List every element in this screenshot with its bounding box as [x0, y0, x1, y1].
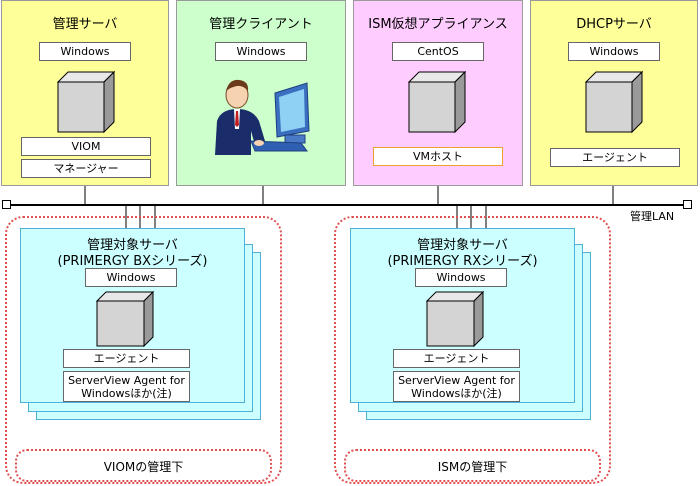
- server-title-line1: 管理対象サーバ: [417, 238, 508, 253]
- ism-appliance-panel: ISM仮想アプライアンス CentOS VMホスト: [353, 0, 523, 186]
- server-icon: [95, 290, 155, 348]
- dhcp-server-panel: DHCPサーバ Windows エージェント: [530, 0, 698, 186]
- os-label: Windows: [85, 268, 177, 287]
- viom-label: VIOM: [21, 137, 151, 156]
- software-label: ServerView Agent for Windowsほか(注): [63, 371, 190, 402]
- os-label: Windows: [568, 42, 660, 61]
- os-label: CentOS: [392, 42, 484, 61]
- panel-title: 管理クライアント: [209, 17, 313, 32]
- managed-scope-border: [5, 216, 282, 484]
- management-server-panel: 管理サーバ Windows VIOM マネージャー: [1, 0, 169, 186]
- scope-label-box: [15, 449, 272, 482]
- management-client-panel: 管理クライアント Windows: [176, 0, 346, 186]
- agent-label: エージェント: [550, 148, 680, 167]
- server-icon: [56, 70, 116, 134]
- os-label: Windows: [39, 42, 131, 61]
- network-terminator-left: [2, 200, 11, 209]
- panel-title: ISM仮想アプライアンス: [368, 17, 508, 32]
- user-at-computer-icon: [215, 79, 310, 155]
- panel-title: 管理サーバ: [52, 17, 118, 32]
- os-label: Windows: [215, 42, 307, 61]
- panel-title: DHCPサーバ: [576, 17, 652, 32]
- agent-label: エージェント: [63, 349, 190, 368]
- server-title-line2: (PRIMERGY RXシリーズ): [387, 254, 538, 269]
- server-icon: [584, 70, 644, 134]
- vm-host-label: VMホスト: [373, 147, 503, 166]
- managed-scope-border: [334, 216, 611, 484]
- agent-label: エージェント: [393, 349, 520, 368]
- network-label: 管理LAN: [630, 210, 675, 223]
- server-icon: [425, 290, 485, 348]
- scope-label: ISMの管理下: [437, 460, 508, 474]
- os-label: Windows: [415, 268, 507, 287]
- server-title-line1: 管理対象サーバ: [87, 238, 178, 253]
- server-title-line2: (PRIMERGY BXシリーズ): [57, 254, 208, 269]
- manager-label: マネージャー: [21, 159, 151, 178]
- software-label: ServerView Agent for Windowsほか(注): [393, 371, 520, 402]
- server-icon: [407, 70, 467, 134]
- network-terminator-right: [683, 200, 692, 209]
- scope-label-box: [344, 449, 601, 482]
- scope-label: VIOMの管理下: [103, 460, 184, 474]
